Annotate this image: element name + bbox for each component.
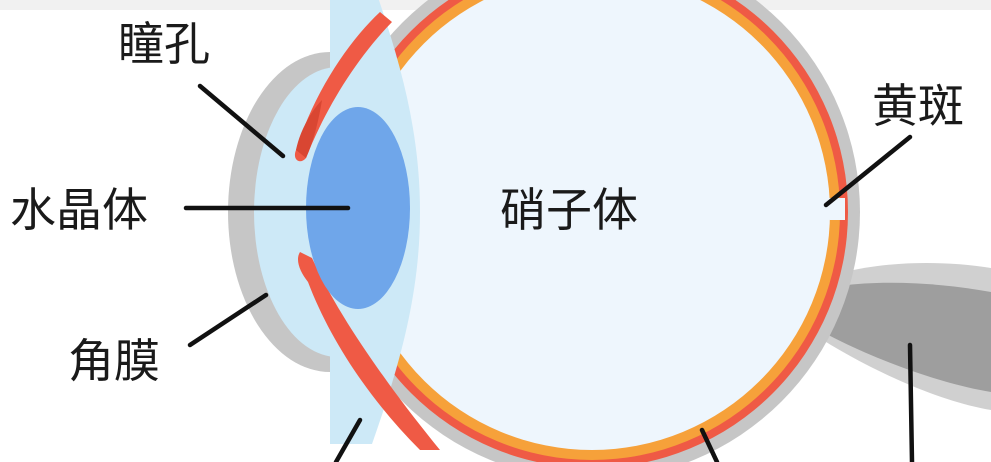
label-lens: 水晶体 <box>10 183 148 237</box>
iris-upper <box>294 12 392 162</box>
label-macula: 黄斑 <box>872 79 964 133</box>
leader-macula <box>823 134 913 208</box>
optic-nerve <box>798 262 991 410</box>
leader-pupil <box>197 83 286 159</box>
leader-optic-nerve <box>907 342 915 462</box>
label-cornea: 角膜 <box>68 334 160 388</box>
leader-cornea <box>187 292 269 348</box>
label-vitreous: 硝子体 <box>500 183 638 237</box>
label-pupil: 瞳孔 <box>118 17 210 71</box>
ciliary-upper <box>296 100 322 158</box>
iris-lower <box>297 252 440 450</box>
vitreous-body <box>354 0 830 450</box>
leader-bottom-middle <box>699 427 720 462</box>
leader-bottom-left <box>333 417 363 462</box>
lens-shape <box>306 107 410 309</box>
